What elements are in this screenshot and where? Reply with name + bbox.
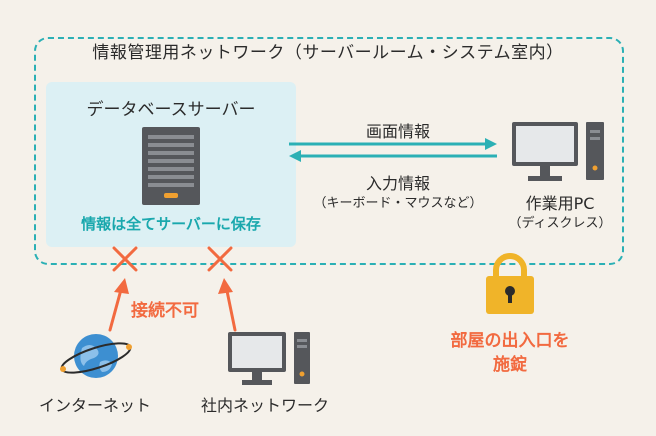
network-boundary <box>34 37 624 265</box>
lock-label-line1: 部屋の出入口を <box>450 331 570 351</box>
work-pc-icon <box>512 122 604 181</box>
lock-label-line2: 施錠 <box>493 355 527 375</box>
input-info-label: 入力情報 <box>365 174 430 193</box>
server-title: データベースサーバー <box>86 100 256 120</box>
work-pc-sublabel: （ディスクレス） <box>508 216 612 231</box>
blocked-connections <box>108 246 237 332</box>
screen-info-label: 画面情報 <box>365 122 430 141</box>
internal-network-label: 社内ネットワーク <box>200 396 329 415</box>
network-title: 情報管理用ネットワーク（サーバールーム・システム室内） <box>92 43 564 63</box>
internet-label: インターネット <box>38 396 151 415</box>
padlock-icon <box>486 253 534 314</box>
blocked-arrow-internet <box>108 284 124 332</box>
data-flow-arrows <box>289 138 497 162</box>
server-icon <box>142 127 200 205</box>
blocked-label: 接続不可 <box>131 301 199 321</box>
input-detail-label: （キーボード・マウスなど） <box>313 196 483 211</box>
screen-info-arrowhead <box>485 138 497 150</box>
server-note: 情報は全てサーバーに保存 <box>81 215 261 233</box>
input-info-arrowhead <box>289 150 301 162</box>
blocked-arrow-internal <box>224 284 237 332</box>
work-pc-label: 作業用PC <box>525 194 595 213</box>
internet-globe-icon <box>60 334 132 378</box>
internal-network-pc-icon <box>228 332 310 385</box>
